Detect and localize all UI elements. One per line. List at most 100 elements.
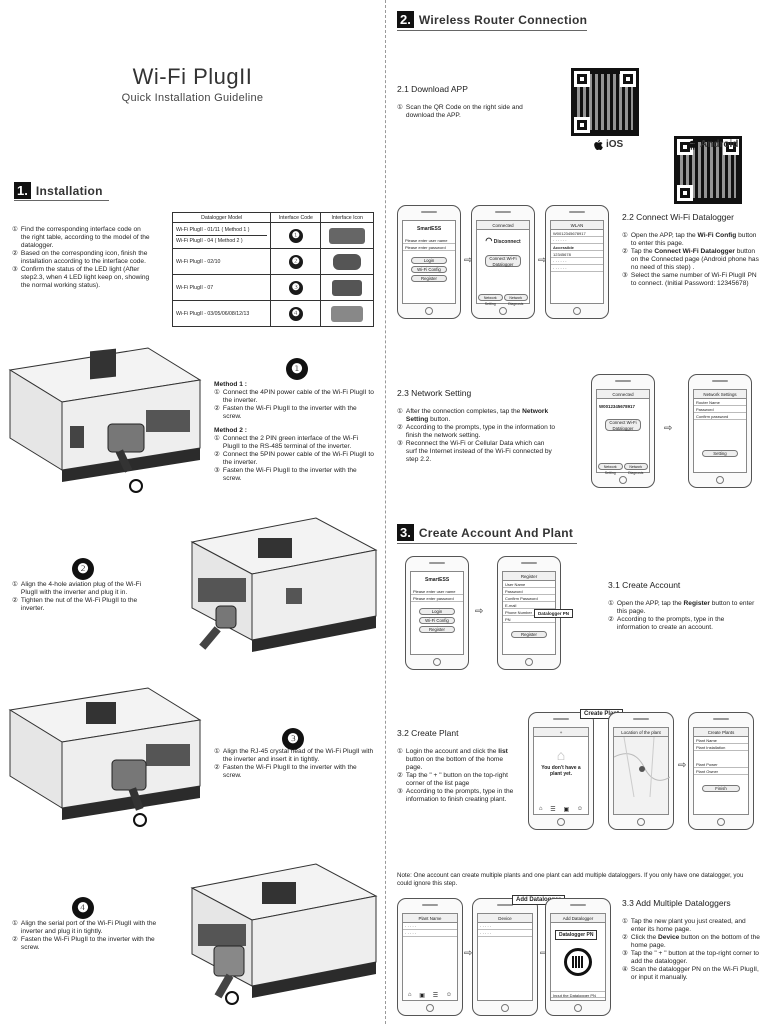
serial-plug-icon (331, 305, 364, 322)
inverter-method1-illustration (8, 347, 202, 493)
table-row: Wi-Fi PlugII - 07 ❸ (171, 274, 374, 301)
connect-datalogger-button[interactable]: Connect Wi-Fi Datalogger (484, 255, 522, 267)
home-tab-icon[interactable]: ⌂ (407, 992, 412, 998)
phone-home-screen: SmartESS Please enter user name Please e… (397, 205, 461, 319)
subsection-title: 3.1 Create Account (608, 580, 681, 590)
register-button[interactable]: Register (418, 626, 456, 633)
arrow-right-icon: ⇨ (475, 606, 484, 617)
arrow-right-icon: ⇨ (540, 948, 548, 959)
wlan-row[interactable]: Accessible (551, 244, 603, 251)
password-field[interactable]: Password (694, 406, 746, 413)
password-field[interactable]: Please enter password (411, 595, 463, 602)
plant-field[interactable]: Plant Owner (694, 768, 748, 775)
plant-field[interactable]: Plant Installation (694, 744, 748, 751)
page-subtitle: Quick Installation Guideline (121, 92, 264, 104)
table-cell-icon (320, 222, 374, 249)
plant-field[interactable]: Plant Name (694, 737, 748, 744)
network-setting-button[interactable]: Network Setting (598, 463, 623, 475)
screen-title: Device (478, 914, 532, 923)
user-tab-icon[interactable]: ☺ (576, 806, 584, 812)
register-submit-button[interactable]: Register (510, 631, 548, 638)
wlan-row[interactable]: · · · · · · (551, 258, 603, 265)
table-cell-model: Wi-Fi PlugII - 01/11 ( Method 1 ) Wi-Fi … (171, 222, 272, 249)
register-field[interactable]: PN (503, 616, 555, 623)
register-field[interactable]: E-mail (503, 602, 555, 609)
screen-title: Register (503, 572, 555, 581)
wlan-row[interactable]: · · · · · · (551, 237, 603, 244)
page-title: Wi-Fi PlugII (132, 64, 253, 89)
wlan-row[interactable]: · · · · · · (551, 265, 603, 272)
plant-row[interactable]: · · · · · (403, 923, 457, 930)
connect-datalogger-button[interactable]: Connect Wi-Fi Datalogger (604, 419, 642, 431)
plant-field[interactable]: Plant Power (694, 761, 748, 768)
wlan-row[interactable]: W0012345678917 (551, 230, 603, 237)
qr-code-ios[interactable] (571, 68, 639, 136)
confirm-password-field[interactable]: Confirm password (694, 413, 746, 420)
list-tab-icon[interactable]: ☰ (550, 807, 556, 813)
login-button[interactable]: Login (410, 257, 448, 264)
scan-barcode-icon[interactable] (564, 948, 592, 976)
register-field[interactable]: Phone Number (503, 609, 555, 616)
network-diagnosis-button[interactable]: Network Diagnosis (623, 463, 648, 475)
username-field[interactable]: Please enter user name (411, 588, 463, 595)
table-cell-code: ❷ (270, 248, 322, 275)
device-tab-icon[interactable]: ▣ (419, 993, 425, 999)
column-divider (385, 0, 386, 1024)
register-button[interactable]: Register (410, 275, 448, 282)
phone-connected-screen: Connected ◠ Disconnect Connect Wi-Fi Dat… (471, 205, 535, 319)
setting-button[interactable]: Setting (701, 450, 739, 457)
screen-title: + (534, 728, 588, 737)
username-field[interactable]: Please enter user name (403, 237, 455, 244)
input-pn-field[interactable]: Input the Datalogger PN (551, 991, 605, 998)
register-field[interactable]: Confirm Password (503, 595, 555, 602)
aviation-plug-icon (333, 253, 362, 270)
section-underline (14, 200, 109, 201)
network-setting-button[interactable]: Network Setting (478, 294, 503, 306)
list-tab-icon[interactable]: ☰ (432, 993, 439, 999)
home-tab-icon[interactable]: ⌂ (538, 806, 543, 812)
device-row[interactable]: · · · · · (478, 923, 532, 930)
device-tab-icon[interactable]: ▣ (563, 807, 570, 813)
qr-code-android[interactable] (674, 136, 742, 204)
register-field[interactable]: Password (503, 588, 555, 595)
section-underline (397, 543, 577, 544)
arrow-right-icon: ⇨ (678, 760, 687, 771)
login-button[interactable]: Login (418, 608, 456, 615)
register-field[interactable]: User Name (503, 581, 555, 588)
router-name-field[interactable]: Router Name (694, 399, 746, 406)
password-field[interactable]: Please enter password (403, 244, 455, 251)
finish-button[interactable]: Finish (702, 785, 740, 792)
wifi-config-button[interactable]: Wi-Fi Config (410, 266, 448, 273)
wifi-config-button[interactable]: Wi-Fi Config (418, 617, 456, 624)
plant-row[interactable]: · · · · · (403, 930, 457, 937)
section-title: Create Account And Plant (418, 525, 574, 540)
table-cell-icon (320, 248, 374, 275)
table-cell-model: Wi-Fi PlugII - 07 (171, 274, 272, 301)
table-row: Wi-Fi PlugII - 02/10 ❷ (171, 248, 374, 275)
map-area[interactable] (613, 736, 671, 798)
device-row[interactable]: · · · · · (478, 930, 532, 937)
phone-home-screen-2: SmartESS Please enter user name Please e… (405, 556, 469, 670)
screen-title: Connected (477, 221, 529, 230)
no-plant-message: You don't have a plant yet. (541, 765, 581, 777)
network-diagnosis-button[interactable]: Network Diagnosis (503, 294, 528, 306)
inverter-serial-illustration (190, 863, 378, 1005)
table-header: Interface Icon (320, 212, 374, 223)
wlan-row[interactable]: 12345678 (551, 251, 603, 258)
phone-create-plants-screen: Create Plants Plant Name Plant Installat… (688, 712, 754, 830)
user-tab-icon[interactable]: ☺ (445, 992, 453, 998)
